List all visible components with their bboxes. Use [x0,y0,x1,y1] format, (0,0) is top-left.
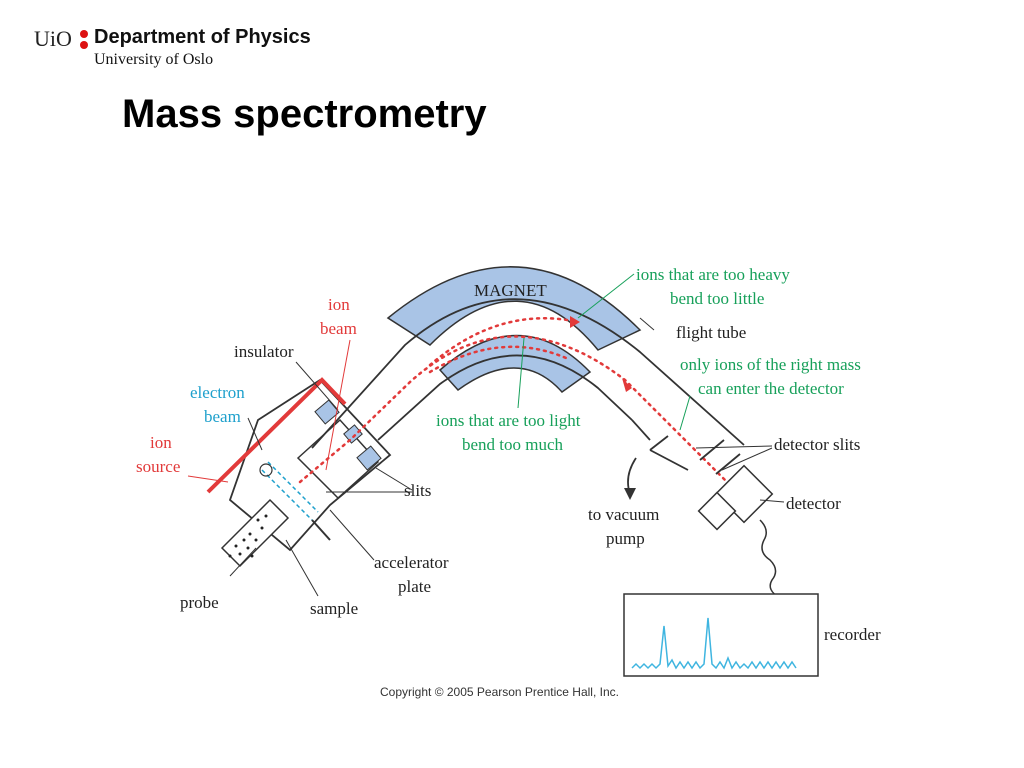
flight-tube-inner [377,354,633,441]
arrow-right-mass-icon [622,378,632,392]
accelerator-label-2: plate [398,577,431,596]
ion-source-label-2: source [136,457,180,476]
recorder-label: recorder [824,625,881,644]
arrow-heavy-icon [570,316,580,328]
magnet-inner [438,334,592,394]
copyright-text: Copyright © 2005 Pearson Prentice Hall, … [380,685,619,699]
logo-dots-icon [80,30,88,50]
right-mass-label-2: can enter the detector [698,379,844,398]
insulator-block-3 [343,424,363,444]
slits-label: slits [404,481,431,500]
detector-lower [697,491,737,531]
insulator-block [314,399,340,425]
university-name: University of Oslo [94,51,214,68]
uio-logo: UiO [34,26,72,51]
ion-beam-label-2: beam [320,319,357,338]
recorder-trace [631,617,797,670]
insulator-block-2 [356,445,382,471]
heavy-label-2: bend too little [670,289,764,308]
ion-source-bracket [206,377,347,494]
magnet-label: MAGNET [474,281,547,300]
magnet-outer [386,266,642,351]
ion-source-label-1: ion [150,433,172,452]
light-label-2: bend too much [462,435,564,454]
flight-tube-label: flight tube [676,323,746,342]
detector-slit-1 [699,439,741,475]
probe-sample-dots [228,514,268,558]
green-leaders [517,273,691,431]
electron-beam-label-1: electron [190,383,245,402]
leader-lines [229,317,785,597]
ion-source-inner [296,418,380,500]
detector-slits-label: detector slits [774,435,860,454]
electron-beam [261,461,319,521]
electron-beam-label-2: beam [204,407,241,426]
department-name: Department of Physics [94,26,311,48]
red-leaders [187,339,351,483]
sample-label: sample [310,599,358,618]
accelerator-label-1: accelerator [374,553,449,572]
filament-icon [259,463,273,477]
heavy-label-1: ions that are too heavy [636,265,790,284]
probe-rod [311,519,331,541]
ion-path-main [298,335,737,492]
detector-label: detector [786,494,841,513]
insulator-label: insulator [234,342,294,361]
light-label-1: ions that are too light [436,411,581,430]
vacuum-arrow-head-icon [624,488,636,500]
ion-path-light [428,345,568,374]
flight-tube-lower [649,449,689,471]
vacuum-label-2: pump [606,529,645,548]
slide-title: Mass spectrometry [122,92,487,136]
vacuum-label-1: to vacuum [588,505,659,524]
right-mass-label-1: only ions of the right mass [680,355,861,374]
flight-tube-outer [311,298,745,449]
detector-wire [759,519,781,599]
vacuum-port [631,419,669,451]
probe-label: probe [180,593,219,612]
probe-body [220,498,290,568]
ion-path-heavy [428,317,580,367]
ion-beam-label-1: ion [328,295,350,314]
